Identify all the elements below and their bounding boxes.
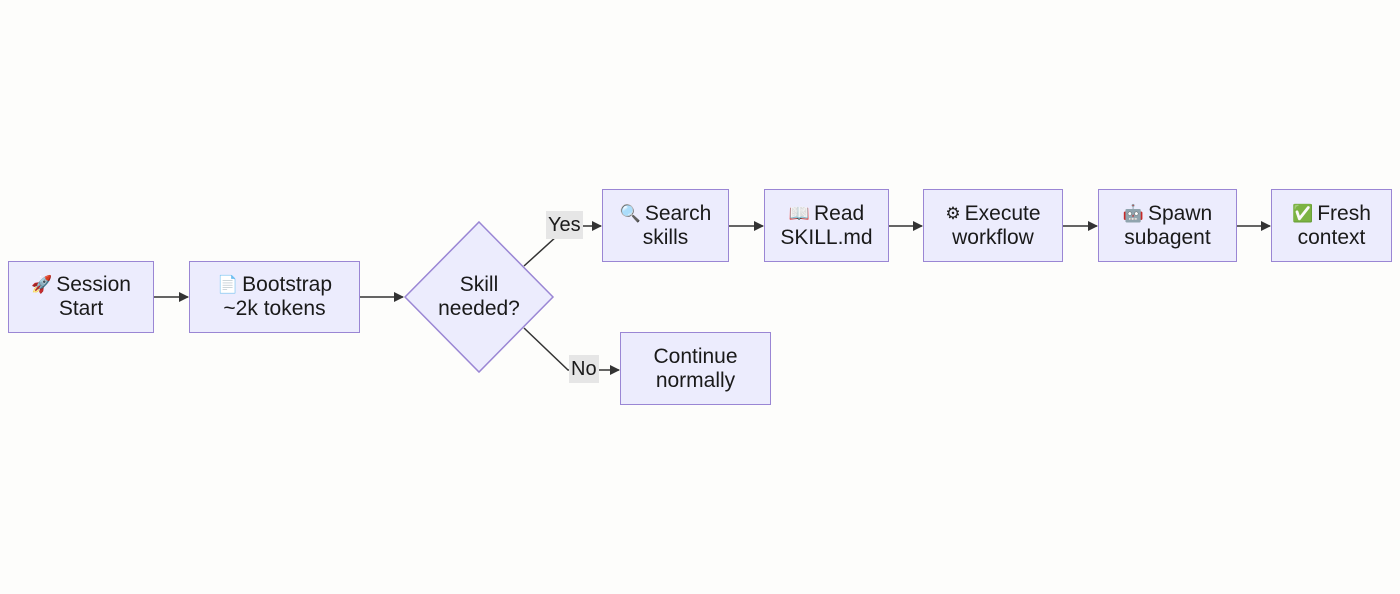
session-start-label-2: Start <box>58 297 104 320</box>
decision-label-1: Skill <box>459 273 499 296</box>
edge-label-yes: Yes <box>546 211 583 239</box>
node-fresh-context: ✅Fresh context <box>1271 189 1392 262</box>
continue-normally-label-1: Continue <box>653 344 738 368</box>
continue-normally-label-2: normally <box>655 368 736 392</box>
book-icon: 📖 <box>788 203 810 224</box>
fresh-context-label-2: context <box>1297 225 1366 249</box>
node-read-skill: 📖Read SKILL.md <box>764 189 889 262</box>
edge-label-no: No <box>569 355 599 383</box>
edge-decision-no <box>523 327 620 375</box>
node-search-skills: 🔍Search skills <box>602 189 729 262</box>
rocket-icon: 🚀 <box>31 275 53 295</box>
execute-workflow-label-2: workflow <box>952 225 1034 249</box>
read-skill-label-1: Read <box>813 201 865 225</box>
check-mark-icon: ✅ <box>1292 203 1314 224</box>
search-skills-label-2: skills <box>642 225 689 249</box>
bootstrap-label-2: ~2k tokens <box>223 297 326 320</box>
node-continue-normally: Continue normally <box>620 332 771 405</box>
session-start-label-1: Session <box>56 273 131 296</box>
gear-icon: ⚙ <box>945 203 961 224</box>
fresh-context-label-1: Fresh <box>1317 201 1371 225</box>
spawn-subagent-label-1: Spawn <box>1147 201 1213 225</box>
magnifier-icon: 🔍 <box>619 203 641 224</box>
node-execute-workflow: ⚙Execute workflow <box>923 189 1063 262</box>
search-skills-label-1: Search <box>644 201 712 225</box>
spawn-subagent-label-2: subagent <box>1124 225 1211 249</box>
decision-label-2: needed? <box>438 297 520 320</box>
decision-diamond <box>403 220 555 374</box>
bootstrap-label-1: Bootstrap <box>242 273 333 296</box>
node-bootstrap: 📄Bootstrap ~2k tokens <box>189 261 360 333</box>
node-spawn-subagent: 🤖Spawn subagent <box>1098 189 1237 262</box>
robot-icon: 🤖 <box>1122 203 1144 224</box>
execute-workflow-label-1: Execute <box>964 201 1041 225</box>
document-icon: 📄 <box>216 275 239 295</box>
decision-label: Skill needed? <box>405 222 553 372</box>
read-skill-label-2: SKILL.md <box>780 225 873 249</box>
node-session-start: 🚀Session Start <box>8 261 154 333</box>
